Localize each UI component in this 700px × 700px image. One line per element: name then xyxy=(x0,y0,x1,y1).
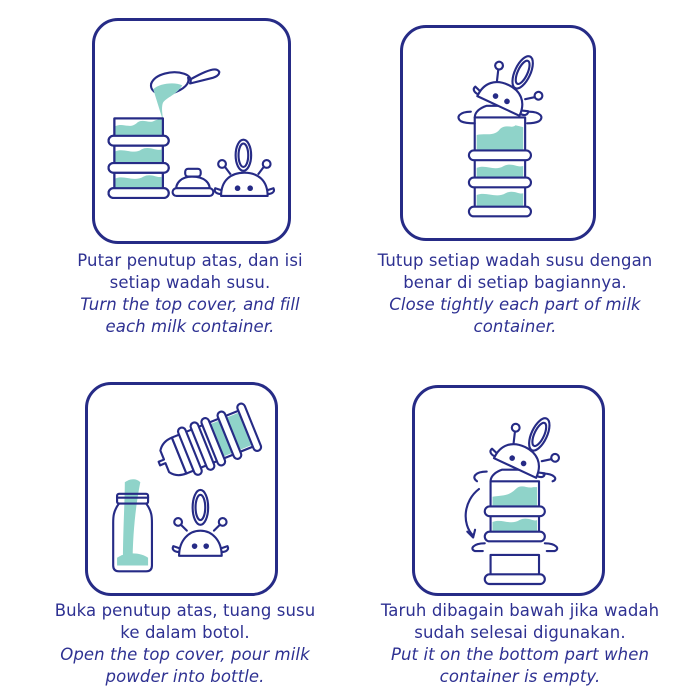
step-1-caption: Putar penutup atas, dan isi setiap wadah… xyxy=(40,250,340,338)
rotate-left-arrow-icon xyxy=(457,110,476,125)
step-2-indonesian-line-1: Tutup setiap wadah susu dengan xyxy=(377,251,653,270)
lid-character-icon xyxy=(489,417,561,479)
lid-character-icon xyxy=(171,488,230,557)
step-2-illustration-frame xyxy=(400,25,596,241)
step-1-indonesian-line-2: setiap wadah susu. xyxy=(109,273,271,292)
step-3-illustration-frame xyxy=(85,382,278,596)
spoon-filling-container-illustration xyxy=(107,68,275,199)
move-empty-container-illustration xyxy=(464,417,561,586)
step-3-english-line-1: Open the top cover, pour milk xyxy=(60,645,310,664)
step-1-english-line-1: Turn the top cover, and fill xyxy=(80,295,300,314)
step-4-caption: Taruh dibagain bawah jika wadah sudah se… xyxy=(340,600,700,688)
step-4-english-line-2: container is empty. xyxy=(439,667,601,686)
step-2-indonesian-line-2: benar di setiap bagiannya. xyxy=(403,273,627,292)
step-2-english-line-1: Close tightly each part of milk xyxy=(389,295,641,314)
baby-bottle-icon xyxy=(112,492,154,573)
step-3-indonesian-line-2: ke dalam botol. xyxy=(120,623,250,642)
pouring-milk-illustration xyxy=(112,402,263,573)
step-1-illustration-frame xyxy=(92,18,291,244)
step-2-english-line-2: container. xyxy=(473,317,557,336)
step-1-indonesian-line-1: Putar penutup atas, dan isi xyxy=(77,251,303,270)
step-3-caption: Buka penutup atas, tuang susu ke dalam b… xyxy=(20,600,350,688)
step-3-indonesian-line-1: Buka penutup atas, tuang susu xyxy=(54,601,316,620)
step-2-caption: Tutup setiap wadah susu dengan benar di … xyxy=(330,250,700,338)
lid-character-icon xyxy=(472,55,544,117)
container-cap-icon xyxy=(171,167,215,198)
spoon-icon xyxy=(150,68,221,85)
step-4-illustration-frame xyxy=(412,385,605,596)
step-3-english-line-2: powder into bottle. xyxy=(105,667,265,686)
lid-character-icon xyxy=(213,138,275,198)
move-down-arrow-icon xyxy=(464,487,481,537)
step-4-indonesian-line-1: Taruh dibagain bawah jika wadah xyxy=(380,601,660,620)
step-1-english-line-2: each milk container. xyxy=(105,317,275,336)
empty-container-icon xyxy=(489,553,541,578)
tilted-milk-container-icon xyxy=(157,402,263,477)
closing-lid-illustration xyxy=(457,55,544,218)
rotate-right-arrow-icon xyxy=(526,110,543,125)
step-4-english-line-1: Put it on the bottom part when xyxy=(390,645,650,664)
step-4-indonesian-line-2: sudah selesai digunakan. xyxy=(414,623,626,642)
